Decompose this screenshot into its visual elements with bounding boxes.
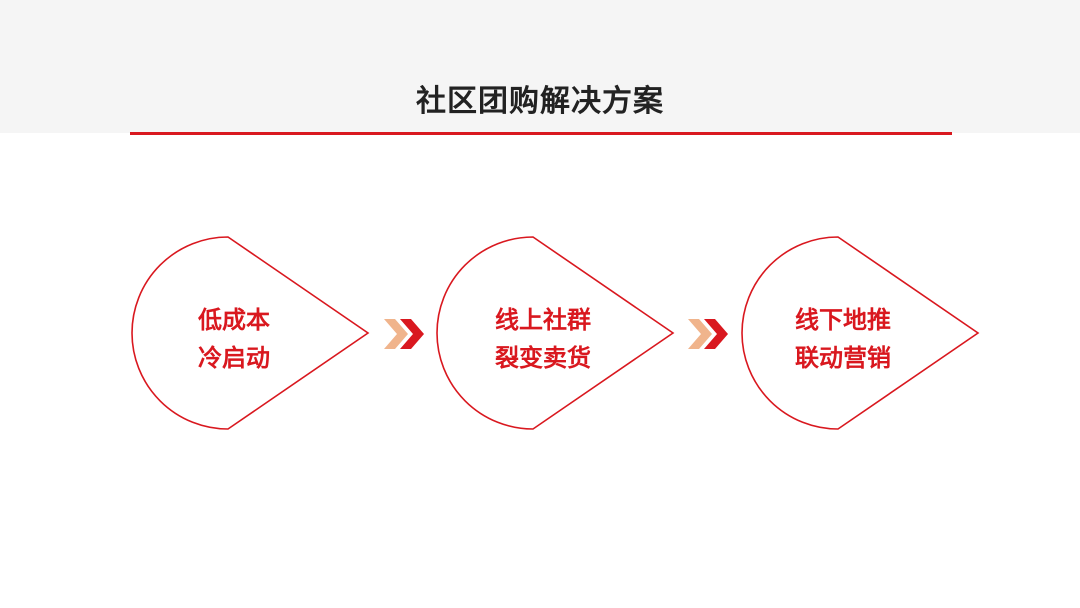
header-band — [0, 0, 1080, 133]
page-title: 社区团购解决方案 — [416, 84, 664, 119]
double-chevron-right-icon — [384, 319, 424, 349]
step-2-label: 线上社群 裂变卖货 — [443, 301, 643, 377]
step-2-line-1: 线上社群 — [495, 306, 591, 334]
step-2-teardrop-shape — [436, 236, 675, 430]
step-3-line-1: 线下地推 — [795, 306, 891, 334]
step-3-label: 线下地推 联动营销 — [743, 301, 943, 377]
double-chevron-right-icon — [688, 319, 728, 349]
step-2-line-2: 裂变卖货 — [495, 344, 591, 372]
step-1-line-2: 冷启动 — [198, 344, 270, 372]
step-1-line-1: 低成本 — [198, 306, 270, 334]
step-3-line-2: 联动营销 — [795, 344, 891, 372]
title-underline — [130, 132, 952, 135]
step-1-teardrop-shape — [131, 236, 370, 430]
step-1-label: 低成本 冷启动 — [134, 301, 334, 377]
step-3-teardrop-shape — [741, 236, 980, 430]
